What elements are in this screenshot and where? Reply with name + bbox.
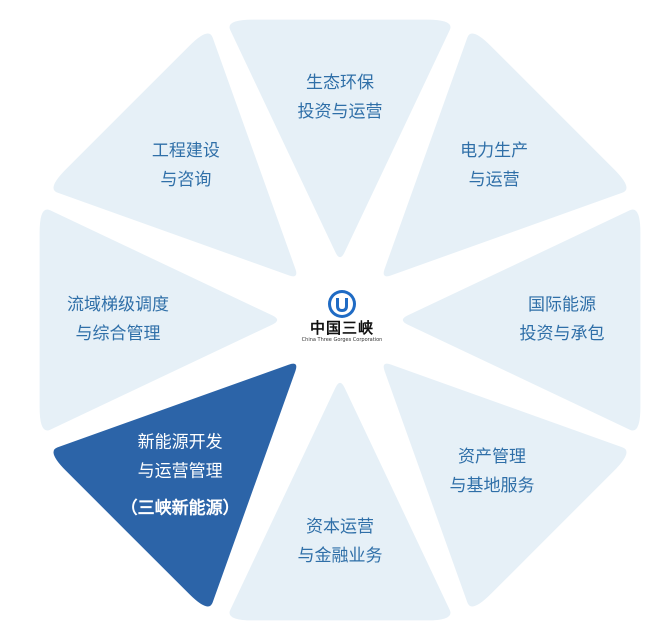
segment-label-line: 投资与运营 <box>297 102 383 122</box>
segment-label-line: 资本运营 <box>306 517 374 537</box>
segment-label-line: 国际能源 <box>528 295 596 315</box>
segment-asset <box>383 363 627 607</box>
segment-label-asset: 资产管理与基地服务 <box>450 443 535 501</box>
ctg-english-name: China Three Gorges Corporation <box>301 336 383 343</box>
segment-label-line: 流域梯级调度 <box>67 295 169 315</box>
segment-label-line: 投资与承包 <box>519 324 605 344</box>
segment-label-engineering: 工程建设与咨询 <box>152 137 220 195</box>
segment-label-line: 与金融业务 <box>297 546 383 566</box>
segment-label-line: 工程建设 <box>151 140 220 161</box>
segment-label-line: 资产管理 <box>458 447 527 468</box>
segment-label-line: 与咨询 <box>160 169 212 190</box>
segment-label-intl: 国际能源投资与承包 <box>520 291 605 349</box>
segment-intl <box>402 209 641 431</box>
ctg-name: 中国三峡 <box>309 318 374 337</box>
segment-label-basin: 流域梯级调度与综合管理 <box>67 291 169 349</box>
segment-label-capital: 资本运营与金融业务 <box>298 513 383 571</box>
segment-label-line: 与基地服务 <box>449 476 535 497</box>
segment-label-newenergy: 新能源开发与运营管理 （三峡新能源） <box>121 428 240 523</box>
center-hub <box>282 262 398 378</box>
segment-basin <box>39 209 278 431</box>
segment-power <box>383 33 627 277</box>
segment-label-line: 与运营管理 <box>137 461 223 482</box>
segment-label-line: 与综合管理 <box>75 324 161 344</box>
ctg-logo: 中国三峡 China Three Gorges Corporation <box>289 285 395 347</box>
ctg-emblem-icon <box>328 289 356 318</box>
segment-label-line: 与运营 <box>468 169 520 190</box>
segment-label-eco: 生态环保投资与运营 <box>298 69 383 127</box>
segment-eco <box>229 19 451 258</box>
segment-engineering <box>53 33 297 277</box>
segment-label-line: 电力生产 <box>460 140 529 161</box>
segment-label-line: 新能源开发 <box>137 432 223 453</box>
segment-capital <box>229 382 451 621</box>
segment-label-line: 生态环保 <box>306 73 374 93</box>
segment-label-power: 电力生产与运营 <box>460 137 528 195</box>
segment-newenergy <box>53 363 297 607</box>
segment-label-line: （三峡新能源） <box>120 498 240 519</box>
